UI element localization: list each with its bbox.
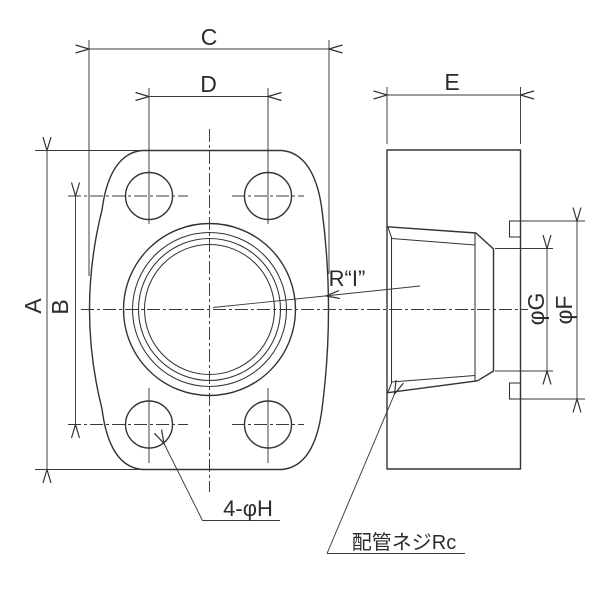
radius-label: R“I” (329, 266, 366, 291)
pipe-thread-annotation: 配管ネジRc (326, 394, 465, 554)
dim-a-extension-lines (35, 150, 141, 470)
dimension-d: D (149, 71, 268, 97)
dimension-b: B (47, 196, 76, 425)
bolt-holes-leader (164, 444, 203, 521)
dim-d-label: D (200, 71, 217, 97)
dimension-e: E (387, 69, 521, 144)
bolt-holes-label: 4-φH (223, 496, 273, 521)
dim-f-label: φF (551, 296, 577, 325)
dimension-a: A (20, 151, 141, 470)
pipe-thread-label: 配管ネジRc (352, 531, 456, 554)
dim-e-label: E (444, 69, 459, 95)
radius-leader-arrow-segment (212, 296, 326, 308)
dim-a-label: A (20, 298, 46, 314)
radius-annotation: R“I” (212, 266, 421, 308)
flange-outline (88, 149, 330, 471)
bolt-holes-annotation: 4-φH (164, 444, 280, 521)
back-face-groove-bottom (508, 382, 522, 400)
pipe-thread-leader (326, 394, 395, 554)
dim-c-extension-lines (88, 40, 330, 276)
dim-c-label: C (201, 24, 218, 50)
dim-g-label: φG (523, 293, 549, 326)
taper-boss-outline (387, 226, 495, 394)
dimension-phi-f: φF (521, 221, 585, 399)
dim-e-extension-lines (386, 87, 521, 144)
boss-corner-chamfers (387, 226, 393, 394)
back-face-groove-top (508, 220, 522, 238)
thread-root-bottom (390, 374, 476, 383)
dimension-phi-g: φG (495, 249, 553, 372)
thread-root-top (390, 237, 476, 246)
side-view (386, 149, 522, 470)
side-body (386, 149, 522, 470)
dimension-c: C (89, 24, 329, 276)
front-view (68, 88, 528, 492)
dim-b-label: B (47, 299, 73, 314)
radius-leader-tail (325, 285, 421, 297)
